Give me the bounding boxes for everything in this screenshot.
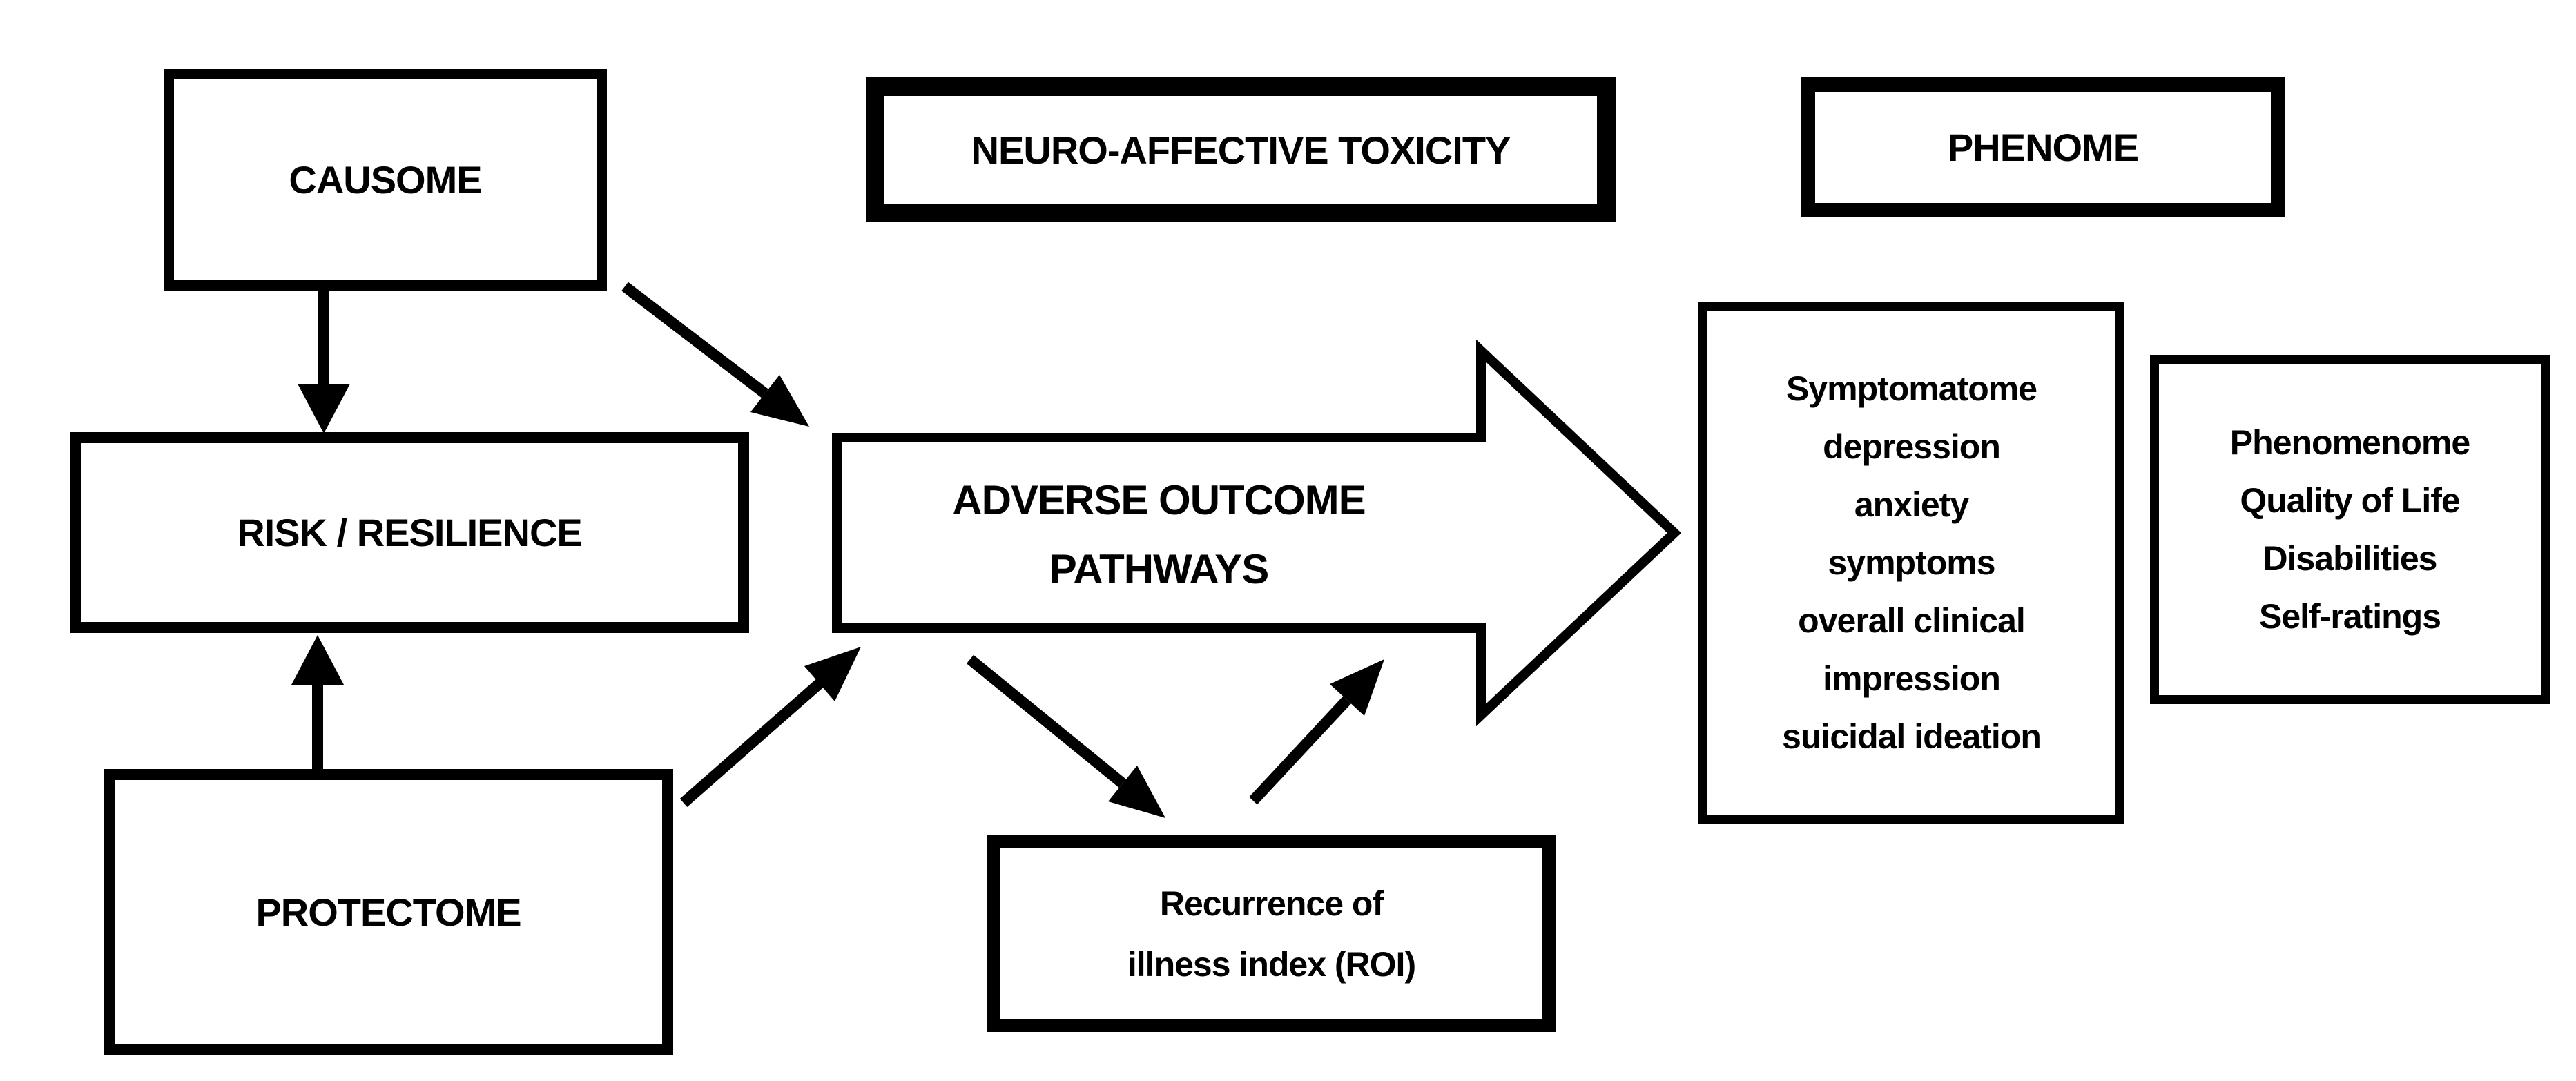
causome-box: CAUSOME xyxy=(164,69,607,291)
symptomatome-line: Symptomatome xyxy=(1785,369,2037,408)
phenome-box: PHENOME xyxy=(1801,77,2285,217)
symptomatome-box: Symptomatome depression anxiety symptoms… xyxy=(1698,302,2124,824)
risk-resilience-label: RISK / RESILIENCE xyxy=(237,511,583,554)
phenomenome-box: Phenomenome Quality of Life Disabilities… xyxy=(2150,355,2550,704)
adverse-outcome-pathways-line1: ADVERSE OUTCOME xyxy=(952,477,1366,523)
symptomatome-line: suicidal ideation xyxy=(1782,717,2042,756)
adverse-outcome-pathways-label: ADVERSE OUTCOME PATHWAYS xyxy=(837,442,1481,628)
phenomenome-line: Phenomenome xyxy=(2229,423,2470,462)
risk-resilience-box: RISK / RESILIENCE xyxy=(70,432,749,633)
symptomatome-line: anxiety xyxy=(1854,485,1969,524)
recurrence-of-illness-box: Recurrence of illness index (ROI) xyxy=(987,835,1556,1032)
neuro-affective-toxicity-label: NEURO-AFFECTIVE TOXICITY xyxy=(971,128,1511,172)
phenomenome-line: Disabilities xyxy=(2263,539,2438,578)
causome-label: CAUSOME xyxy=(289,158,482,202)
arrow-protectome-to-aop xyxy=(679,647,861,808)
adverse-outcome-pathways-line2: PATHWAYS xyxy=(1049,546,1270,592)
neuro-affective-toxicity-box: NEURO-AFFECTIVE TOXICITY xyxy=(866,77,1616,222)
arrow-causome-to-risk xyxy=(298,291,350,434)
arrow-causome-to-aop xyxy=(621,282,809,427)
arrow-roi-to-aop xyxy=(1249,659,1384,805)
symptomatome-line: depression xyxy=(1823,427,2001,466)
roi-line: Recurrence of xyxy=(1159,884,1384,923)
adverse-outcome-pathways-block-arrow xyxy=(832,339,1682,727)
roi-line: illness index (ROI) xyxy=(1127,944,1416,984)
phenomenome-line: Quality of Life xyxy=(2240,481,2460,520)
arrow-protectome-to-risk xyxy=(291,635,344,769)
symptomatome-line: symptoms xyxy=(1828,543,1995,582)
phenome-label: PHENOME xyxy=(1947,126,2139,169)
protectome-label: PROTECTOME xyxy=(255,890,521,934)
arrow-aop-to-roi xyxy=(966,654,1165,818)
protectome-box: PROTECTOME xyxy=(104,769,673,1055)
symptomatome-line: impression xyxy=(1823,659,2001,698)
phenomenome-line: Self-ratings xyxy=(2258,597,2441,636)
symptomatome-line: overall clinical xyxy=(1798,601,2026,640)
